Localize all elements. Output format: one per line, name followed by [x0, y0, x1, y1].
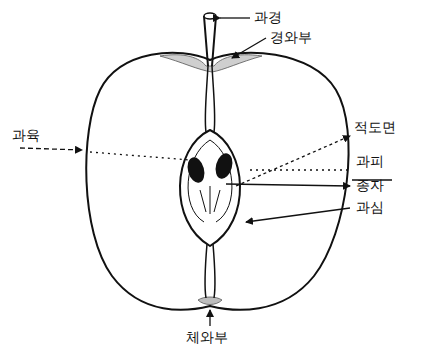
calyx-cavity: [198, 297, 222, 305]
core: [180, 130, 240, 246]
leader-line: [20, 148, 82, 150]
stalk-cavity: [160, 55, 262, 72]
core-line: [205, 244, 215, 298]
part-label: 종자: [356, 178, 384, 193]
part-label: 적도면: [354, 120, 396, 135]
leader-line: [209, 310, 210, 326]
leader-line: [250, 169, 350, 170]
part-label: 과경: [254, 10, 282, 25]
leader-line: [220, 17, 250, 18]
seed-stalk: [200, 186, 220, 214]
part-label: 과육: [12, 128, 40, 143]
leader-line: [226, 184, 350, 186]
core-line: [205, 66, 215, 132]
stalk-tip: [204, 13, 216, 19]
seed: [213, 151, 235, 180]
leader-line: [236, 136, 350, 186]
apple-outline: [86, 53, 348, 310]
leader-line: [90, 152, 190, 160]
part-label: 과피: [356, 154, 384, 169]
leader-line: [232, 38, 266, 58]
seed: [185, 155, 207, 184]
part-label: 과심: [356, 200, 384, 215]
part-label: 경와부: [270, 30, 312, 45]
leader-line: [246, 208, 350, 222]
stalk: [204, 16, 216, 66]
part-label: 체와부: [186, 330, 228, 345]
